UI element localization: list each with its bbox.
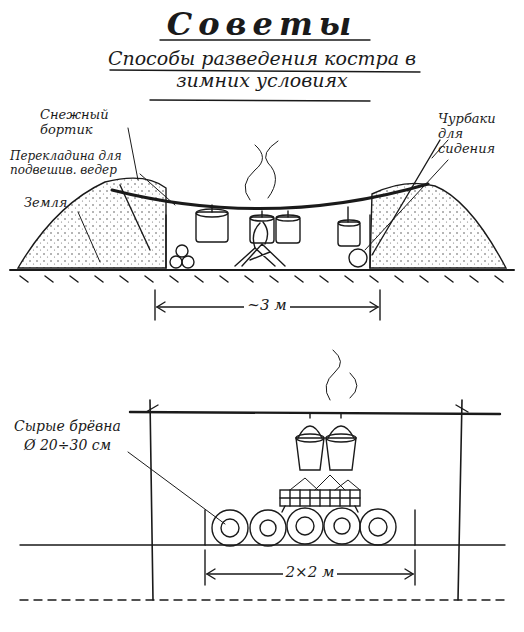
ground-hatch xyxy=(20,276,503,282)
part-label: Чурбаки для сидения xyxy=(438,112,520,157)
leader-line xyxy=(78,212,100,262)
leader-line xyxy=(365,160,448,250)
dim-ext xyxy=(154,290,155,320)
subtitle: Способы разведения костра в зимних услов… xyxy=(92,48,432,92)
smoke xyxy=(245,141,278,200)
snow-bank xyxy=(370,183,506,268)
fire xyxy=(290,475,360,490)
pole xyxy=(458,400,462,600)
title: Советы xyxy=(167,6,358,43)
part-label: Земля xyxy=(24,196,67,211)
dim-ext xyxy=(414,550,415,585)
part-label: Снежный бортик xyxy=(40,108,150,138)
stick xyxy=(372,140,440,255)
underline xyxy=(150,100,370,101)
dim-ext xyxy=(204,550,205,585)
leader-line xyxy=(128,128,138,180)
fire xyxy=(235,222,285,266)
dimension-label: Ø 20÷30 см xyxy=(24,437,111,453)
pit-wall xyxy=(369,215,370,268)
pit-wall xyxy=(165,215,166,268)
ground-line xyxy=(20,599,505,600)
buckets xyxy=(296,414,356,470)
logs xyxy=(212,508,396,546)
snow-bank xyxy=(18,178,166,268)
dimension-label: ~3 м xyxy=(244,297,289,314)
ground-line xyxy=(205,544,415,545)
pole-fork xyxy=(146,405,468,412)
pots xyxy=(196,205,360,246)
ground-line xyxy=(10,269,514,271)
stick xyxy=(120,185,150,250)
dim-ext xyxy=(379,290,380,320)
part-label: Перекладина для подвешив. ведер xyxy=(10,150,145,178)
dimension-label: 2×2 м xyxy=(283,564,338,581)
ground-line xyxy=(20,510,505,545)
log-stack xyxy=(170,245,367,268)
leader-line xyxy=(128,452,225,524)
pole xyxy=(150,400,153,600)
crossbar xyxy=(130,412,500,414)
crossbar xyxy=(112,184,428,209)
part-label: Сырые брёвна xyxy=(14,418,121,434)
leader-line xyxy=(140,174,175,205)
smoke xyxy=(326,350,357,400)
